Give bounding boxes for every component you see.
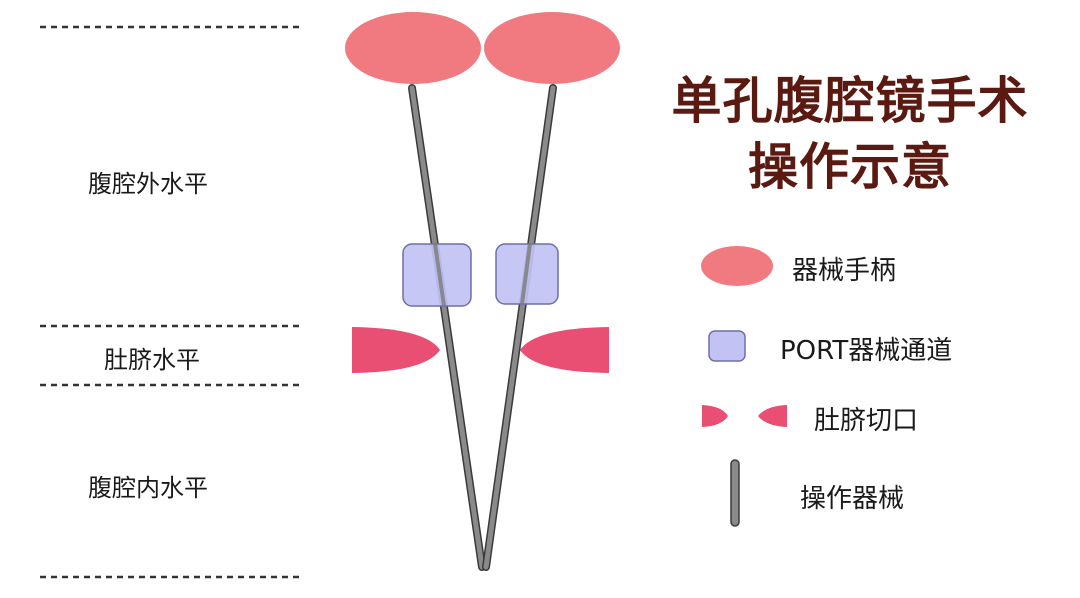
legend-handle-label: 器械手柄	[792, 256, 897, 286]
shaft-in-port-right	[520, 243, 532, 305]
level-label-inside: 腹腔内水平	[88, 474, 208, 502]
instrument-shaft-left-fill	[409, 85, 485, 570]
title-line-2: 操作示意	[748, 138, 952, 196]
handle-right	[484, 12, 620, 84]
instrument-shaft-right-fill	[483, 85, 556, 570]
legend-instrument-label: 操作器械	[800, 484, 905, 514]
legend-instrument-icon	[730, 459, 740, 527]
level-label-navel: 肚脐水平	[104, 346, 200, 374]
legend-port-icon	[708, 330, 746, 362]
incision-right-shape	[520, 327, 609, 373]
legend-port-label: PORT器械通道	[780, 336, 953, 366]
legend-incision-left-icon	[702, 405, 728, 427]
diagram-title: 单孔腹腔镜手术 操作示意	[650, 68, 1050, 200]
legend-handle-icon	[701, 246, 773, 286]
incision-left-shape	[352, 327, 440, 373]
shaft-in-port-left	[433, 243, 446, 307]
level-label-outside: 腹腔外水平	[88, 170, 208, 198]
legend-incision-label: 肚脐切口	[814, 406, 919, 436]
handle-left	[345, 12, 481, 84]
legend-incision-right-icon	[758, 405, 787, 427]
title-line-1: 单孔腹腔镜手术	[671, 72, 1029, 130]
